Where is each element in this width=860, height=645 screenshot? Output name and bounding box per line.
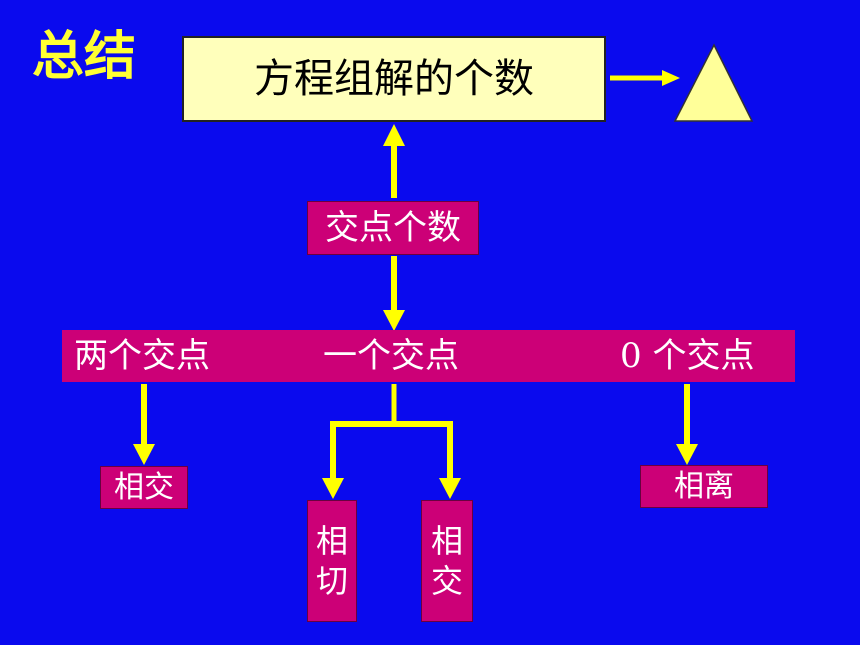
case-zero-points: 0 个交点: [620, 336, 755, 376]
arrow-intersect-mid-head: [439, 478, 461, 499]
leaf-intersect-left: 相交: [100, 466, 188, 509]
leaf-tangent: 相 切: [307, 500, 357, 622]
case-two-points: 两个交点: [74, 336, 210, 376]
slide-title: 总结: [32, 27, 137, 87]
arrow-to-triangle-head: [662, 70, 680, 86]
leaf-intersect-mid-char-2: 交: [430, 562, 463, 600]
leaf-intersect-mid: 相 交: [421, 500, 473, 622]
branch-split: [330, 421, 453, 480]
arrow-down-head: [383, 310, 405, 331]
arrow-up-head: [383, 124, 405, 146]
arrow-tangent-head: [322, 478, 344, 499]
arrow-apart-head: [676, 444, 698, 465]
leaf-tangent-char-2: 切: [315, 562, 348, 600]
leaf-intersect-mid-char-1: 相: [430, 522, 463, 560]
case-one-point: 一个交点: [323, 336, 459, 376]
arrow-intersect-left-head: [133, 444, 155, 465]
leaf-apart: 相离: [640, 465, 768, 508]
intersection-count-box: 交点个数: [307, 201, 479, 255]
triangle-icon: [673, 43, 754, 122]
leaf-tangent-char-1: 相: [315, 522, 348, 560]
intersection-cases-band: 两个交点 一个交点 0 个交点: [62, 330, 795, 382]
solution-count-box: 方程组解的个数: [182, 36, 606, 122]
